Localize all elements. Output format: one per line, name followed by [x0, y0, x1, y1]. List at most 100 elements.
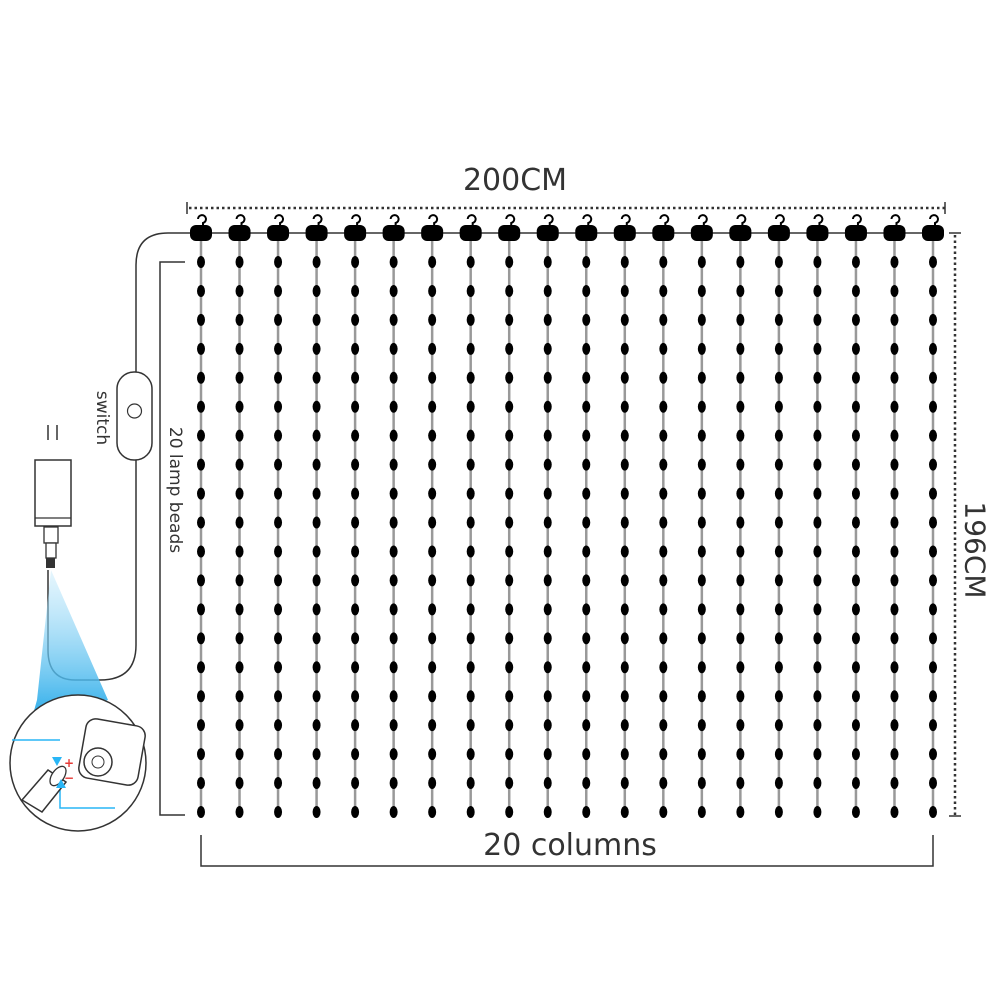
- clip-connector: [767, 225, 790, 241]
- lamp-bead: [620, 748, 629, 761]
- hook-icon: [274, 214, 285, 228]
- lamp-bead: [736, 777, 745, 790]
- lamp-bead: [620, 313, 629, 326]
- lamp-bead: [774, 661, 783, 674]
- lamp-bead: [389, 545, 398, 558]
- light-column: [498, 214, 521, 818]
- lamp-bead: [813, 342, 822, 355]
- lamp-bead: [851, 574, 860, 587]
- light-column: [575, 214, 598, 818]
- lamp-bead: [543, 313, 552, 326]
- lamp-bead: [774, 632, 783, 645]
- lamp-bead: [851, 603, 860, 616]
- lamp-bead: [505, 719, 514, 732]
- lamp-bead: [620, 400, 629, 413]
- lamp-bead: [774, 313, 783, 326]
- lamp-bead: [774, 487, 783, 500]
- lamp-bead: [851, 690, 860, 703]
- lamp-bead: [312, 371, 321, 384]
- lamp-bead: [351, 284, 360, 297]
- lamp-bead: [389, 342, 398, 355]
- light-column: [767, 214, 790, 818]
- lamp-bead: [505, 632, 514, 645]
- lamp-bead: [312, 806, 321, 818]
- lamp-bead: [890, 806, 899, 818]
- lamp-bead: [736, 719, 745, 732]
- lamp-bead: [582, 400, 591, 413]
- lamp-bead: [813, 284, 822, 297]
- hook-icon: [890, 214, 901, 228]
- lamp-bead: [620, 284, 629, 297]
- lamp-bead: [659, 806, 668, 818]
- lamp-bead: [851, 371, 860, 384]
- lamp-bead: [929, 429, 937, 442]
- lamp-bead: [851, 487, 860, 500]
- beads-bracket: [159, 261, 185, 816]
- lamp-bead: [312, 313, 321, 326]
- lamp-bead: [659, 371, 668, 384]
- lamp-bead: [466, 632, 475, 645]
- lamp-bead: [620, 661, 629, 674]
- lamp-bead: [620, 342, 629, 355]
- lamp-bead: [659, 487, 668, 500]
- lamp-bead: [543, 429, 552, 442]
- light-column: [382, 214, 405, 818]
- lamp-bead: [890, 545, 899, 558]
- lamp-bead: [697, 313, 706, 326]
- lamp-bead: [543, 256, 552, 268]
- lamp-bead: [620, 516, 629, 529]
- lamp-bead: [736, 690, 745, 703]
- lamp-bead: [813, 777, 822, 790]
- lamp-bead: [466, 661, 475, 674]
- clip-connector: [806, 225, 829, 241]
- lamp-bead: [197, 545, 205, 558]
- lamp-bead: [197, 256, 205, 268]
- lamp-bead: [736, 284, 745, 297]
- lamp-bead: [697, 545, 706, 558]
- lamp-bead: [351, 342, 360, 355]
- hook-icon: [697, 214, 708, 228]
- lamp-bead: [582, 748, 591, 761]
- lamp-bead: [312, 603, 321, 616]
- lamp-bead: [197, 429, 205, 442]
- lamp-bead: [543, 748, 552, 761]
- lamp-bead: [466, 371, 475, 384]
- lamp-bead: [505, 545, 514, 558]
- lamp-bead: [351, 516, 360, 529]
- lamp-bead: [659, 313, 668, 326]
- lamp-bead: [197, 632, 205, 645]
- lamp-bead: [851, 516, 860, 529]
- power-adapter-icon: [34, 425, 72, 568]
- lamp-bead: [813, 806, 822, 818]
- lamp-bead: [389, 806, 398, 818]
- lamp-bead: [351, 371, 360, 384]
- lamp-bead: [505, 690, 514, 703]
- lamp-bead: [851, 400, 860, 413]
- lamp-bead: [197, 777, 205, 790]
- lamp-bead: [428, 806, 437, 818]
- lamp-bead: [620, 371, 629, 384]
- lamp-bead: [428, 429, 437, 442]
- lamp-bead: [428, 690, 437, 703]
- lamp-bead: [620, 777, 629, 790]
- light-column: [267, 214, 290, 818]
- height-label: 196CM: [958, 501, 992, 599]
- lamp-bead: [389, 574, 398, 587]
- lamp-bead: [274, 777, 283, 790]
- lamp-bead: [312, 516, 321, 529]
- clip-connector: [305, 225, 328, 241]
- lamp-bead: [197, 487, 205, 500]
- lamp-bead: [890, 400, 899, 413]
- lamp-bead: [774, 545, 783, 558]
- lamp-bead: [235, 545, 244, 558]
- lamp-bead: [929, 574, 937, 587]
- light-column: [844, 214, 867, 818]
- lamp-bead: [774, 371, 783, 384]
- lamp-bead: [659, 632, 668, 645]
- lamp-bead: [851, 284, 860, 297]
- lamp-bead: [466, 719, 475, 732]
- lamp-bead: [929, 313, 937, 326]
- light-column: [459, 214, 482, 818]
- lamp-bead: [351, 719, 360, 732]
